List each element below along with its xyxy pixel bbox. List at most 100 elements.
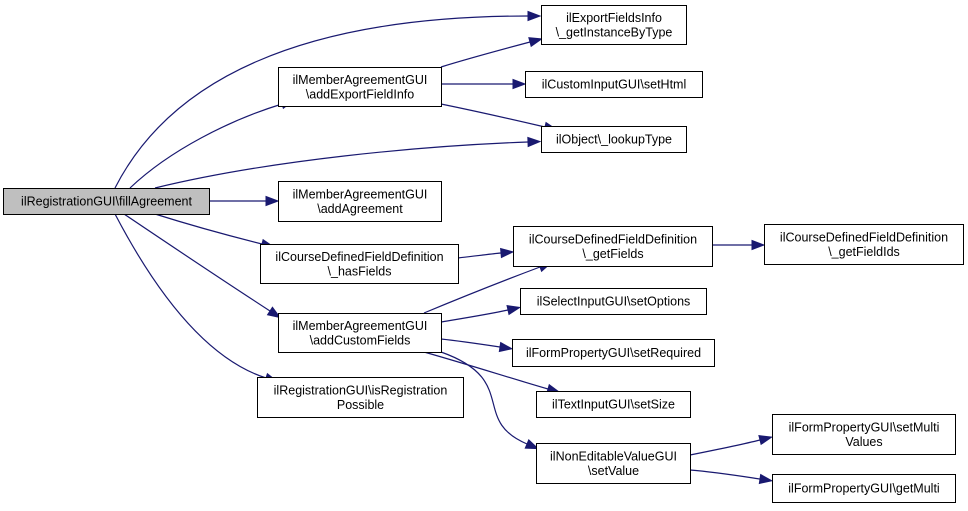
node-getFieldIds[interactable]: ilCourseDefinedFieldDefinition\_getField… [764, 224, 964, 265]
edge-addCustomFields-to-setRequired [440, 338, 514, 353]
edge-addCustomFields-to-setOptions [440, 305, 522, 323]
node-box [536, 443, 691, 484]
arrowhead-icon [506, 305, 522, 316]
node-box [260, 244, 459, 284]
arrowhead-icon [500, 247, 515, 259]
edge-line [129, 103, 283, 189]
node-label: \addExportFieldInfo [306, 87, 414, 101]
edge-line [154, 213, 263, 245]
arrowhead-icon [527, 136, 542, 148]
node-label: \addCustomFields [310, 333, 411, 347]
node-label: ilSelectInputGUI\setOptions [537, 295, 691, 309]
edge-fillAgreement-to-lookupType [154, 136, 542, 189]
node-label: \_getFields [582, 247, 643, 261]
edge-line [154, 141, 529, 189]
node-box [525, 71, 703, 98]
arrowhead-icon [498, 341, 514, 353]
arrowhead-icon [758, 435, 774, 446]
edge-setValue-to-setMultiValues [689, 435, 774, 456]
edge-fillAgreement-to-hasFields [154, 213, 276, 249]
edge-line [440, 41, 531, 68]
arrowhead-icon [512, 78, 527, 90]
edge-line [440, 309, 509, 323]
node-lookupType[interactable]: ilObject\_lookupType [541, 126, 687, 153]
edge-line [440, 103, 546, 128]
edge-addCustomFields-to-setValue [440, 351, 540, 450]
node-label: Values [845, 435, 882, 449]
edge-addExportFieldInfo-to-setHtml [441, 78, 527, 90]
node-label: ilCourseDefinedFieldDefinition [780, 230, 948, 244]
edge-addExportFieldInfo-to-getInstanceByType [440, 37, 543, 68]
node-label: ilCustomInputGUI\setHtml [542, 78, 686, 92]
node-box [772, 414, 956, 455]
node-label: ilTextInputGUI\setSize [552, 398, 675, 412]
arrowhead-icon [758, 473, 774, 485]
edge-line [440, 351, 528, 445]
node-setRequired[interactable]: ilFormPropertyGUI\setRequired [512, 339, 715, 367]
node-box [520, 288, 707, 315]
node-label: ilFormPropertyGUI\setMulti [789, 420, 940, 434]
node-addCustomFields[interactable]: ilMemberAgreementGUI\addCustomFields [278, 313, 442, 353]
arrowhead-icon [527, 10, 542, 22]
node-setHtml[interactable]: ilCustomInputGUI\setHtml [525, 71, 703, 98]
node-label: ilMemberAgreementGUI [293, 187, 428, 201]
node-label: ilObject\_lookupType [556, 133, 672, 147]
edge-getFields-to-getFieldIds [712, 239, 766, 251]
node-box [541, 126, 687, 153]
node-setValue[interactable]: ilNonEditableValueGUI\setValue [536, 443, 691, 484]
node-setSize[interactable]: ilTextInputGUI\setSize [536, 391, 691, 418]
node-label: \_getInstanceByType [556, 25, 673, 39]
node-getInstanceByType[interactable]: ilExportFieldsInfo\_getInstanceByType [541, 5, 687, 45]
node-getMulti[interactable]: ilFormPropertyGUI\getMulti [772, 474, 956, 503]
edge-hasFields-to-getFields [457, 247, 515, 259]
node-box [513, 226, 713, 267]
node-setOptions[interactable]: ilSelectInputGUI\setOptions [520, 288, 707, 315]
node-addAgreement[interactable]: ilMemberAgreementGUI\addAgreement [278, 181, 442, 222]
node-label: \_getFieldIds [828, 245, 900, 259]
edge-line [423, 266, 541, 314]
edge-line [689, 439, 761, 456]
node-label: ilExportFieldsInfo [566, 11, 662, 25]
node-addExportFieldInfo[interactable]: ilMemberAgreementGUI\addExportFieldInfo [278, 67, 442, 107]
node-label: \_hasFields [328, 264, 392, 278]
node-label: ilMemberAgreementGUI [293, 73, 428, 87]
edge-addExportFieldInfo-to-lookupType [440, 103, 559, 132]
edge-line [423, 351, 549, 390]
node-fillAgreement[interactable]: ilRegistrationGUI\fillAgreement [3, 188, 210, 215]
node-box [278, 313, 442, 353]
node-label: ilRegistrationGUI\isRegistration [274, 383, 448, 397]
edge-fillAgreement-to-addAgreement [209, 195, 280, 207]
arrowhead-icon [266, 306, 282, 319]
arrowhead-icon [524, 438, 540, 450]
node-label: Possible [337, 398, 384, 412]
node-label: ilRegistrationGUI\fillAgreement [21, 195, 192, 209]
edge-line [114, 213, 267, 379]
edge-fillAgreement-to-isRegistrationPossible [114, 213, 279, 383]
node-label: ilMemberAgreementGUI [293, 319, 428, 333]
node-box [278, 181, 442, 222]
node-label: \addAgreement [317, 202, 403, 216]
node-getFields[interactable]: ilCourseDefinedFieldDefinition\_getField… [513, 226, 713, 267]
edge-line [440, 338, 501, 348]
node-label: \setValue [588, 464, 639, 478]
edge-setValue-to-getMulti [689, 469, 774, 485]
arrowhead-icon [751, 239, 766, 251]
node-box [3, 188, 210, 215]
node-box [257, 377, 464, 418]
node-label: ilFormPropertyGUI\setRequired [526, 346, 701, 360]
node-label: ilNonEditableValueGUI [550, 449, 677, 463]
node-box [536, 391, 691, 418]
node-hasFields[interactable]: ilCourseDefinedFieldDefinition\_hasField… [260, 244, 459, 284]
edge-line [114, 15, 529, 189]
node-box [512, 339, 715, 367]
edge-line [457, 252, 502, 259]
edge-fillAgreement-to-addCustomFields [123, 213, 282, 319]
node-label: ilCourseDefinedFieldDefinition [529, 232, 697, 246]
node-box [278, 67, 442, 107]
arrowhead-icon [528, 37, 543, 48]
edge-line [689, 469, 761, 480]
edge-fillAgreement-to-getInstanceByType [114, 10, 542, 189]
